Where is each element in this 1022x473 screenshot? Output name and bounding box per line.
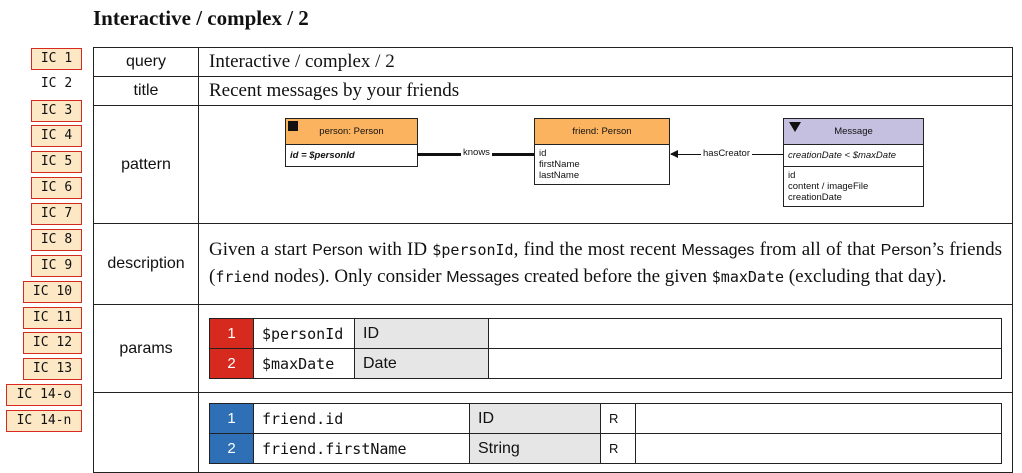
title-key: title [93,76,199,106]
result-name: friend.id [253,403,470,434]
hascreator-edge-label: hasCreator [701,147,752,159]
pattern-cell: person: Person id = $personId knows frie… [198,105,1013,224]
description-key: description [93,223,199,305]
result-row: 1 friend.id ID R [209,403,1002,434]
nav-item-ic4[interactable]: IC 4 [31,125,82,147]
nav-item-ic10[interactable]: IC 10 [23,281,82,303]
query-value: Interactive / complex / 2 [198,47,1013,77]
param-number: 2 [209,348,254,379]
friend-node: friend: Person id firstName lastName [534,117,670,185]
result-cell: 1 friend.id ID R 2 friend.firstName Stri… [198,392,1013,473]
nav-item-ic11[interactable]: IC 11 [23,307,82,329]
param-row: 2 $maxDate Date [209,348,1002,379]
param-type: Date [354,348,489,379]
nav-item-ic1[interactable]: IC 1 [31,48,82,70]
nav-item-ic14-o[interactable]: IC 14-o [6,384,82,406]
message-attr-creationdate: creationDate [788,191,842,203]
pattern-key: pattern [93,105,199,224]
result-type: ID [469,403,601,434]
friend-attr-id: id [539,147,547,159]
message-node-title: Message [834,125,873,137]
result-flag: R [600,403,636,434]
param-number: 1 [209,318,254,349]
arrow-head-icon [670,149,678,158]
pattern-diagram: person: Person id = $personId knows frie… [199,107,1012,223]
friend-attr-firstname: firstName [539,158,580,170]
nav-item-ic8[interactable]: IC 8 [31,229,82,251]
param-type: ID [354,318,489,349]
result-table: 1 friend.id ID R 2 friend.firstName Stri… [209,403,1002,464]
person-node: person: Person id = $personId [285,117,418,167]
person-node-condition: id = $personId [290,149,355,161]
message-node-condition: creationDate < $maxDate [784,145,923,167]
title-value: Recent messages by your friends [198,76,1013,106]
query-key: query [93,47,199,77]
message-node: Message creationDate < $maxDate id conte… [783,117,924,207]
params-cell: 1 $personId ID 2 $maxDate Date [198,304,1013,393]
param-name: $personId [253,318,355,349]
start-marker-icon [288,120,298,131]
nav-item-ic13[interactable]: IC 13 [23,358,82,380]
param-empty [488,318,1002,349]
params-table: 1 $personId ID 2 $maxDate Date [209,318,1002,379]
nav-item-ic5[interactable]: IC 5 [31,151,82,173]
page-title: Interactive / complex / 2 [93,6,309,30]
result-key [93,392,199,473]
friend-node-attrs: id firstName lastName [535,145,669,184]
query-spec-table: query Interactive / complex / 2 title Re… [93,47,1013,473]
friend-attr-lastname: lastName [539,169,580,181]
nav-item-ic14-n[interactable]: IC 14-n [6,410,82,432]
result-number: 1 [209,403,254,434]
param-row: 1 $personId ID [209,318,1002,349]
description-text: Given a start Person with ID $personId, … [198,223,1013,305]
nav-item-ic12[interactable]: IC 12 [23,332,82,354]
param-name: $maxDate [253,348,355,379]
result-marker-icon [789,121,801,132]
nav-item-ic2[interactable]: IC 2 [40,76,73,91]
friend-node-header: friend: Person [535,118,669,145]
person-node-header: person: Person [286,118,417,145]
nav-item-ic7[interactable]: IC 7 [31,203,82,225]
person-node-title: person: Person [319,125,384,137]
params-key: params [93,304,199,393]
result-empty [635,403,1002,434]
message-attr-content: content / imageFile [788,180,869,192]
param-empty [488,348,1002,379]
nav-item-ic9[interactable]: IC 9 [31,255,82,277]
nav-item-ic3[interactable]: IC 3 [31,100,82,122]
message-node-header: Message [784,118,923,145]
message-attr-id: id [788,169,796,181]
knows-edge-label: knows [461,146,492,158]
message-node-attrs: id content / imageFile creationDate [784,167,923,206]
nav-item-ic6[interactable]: IC 6 [31,177,82,199]
